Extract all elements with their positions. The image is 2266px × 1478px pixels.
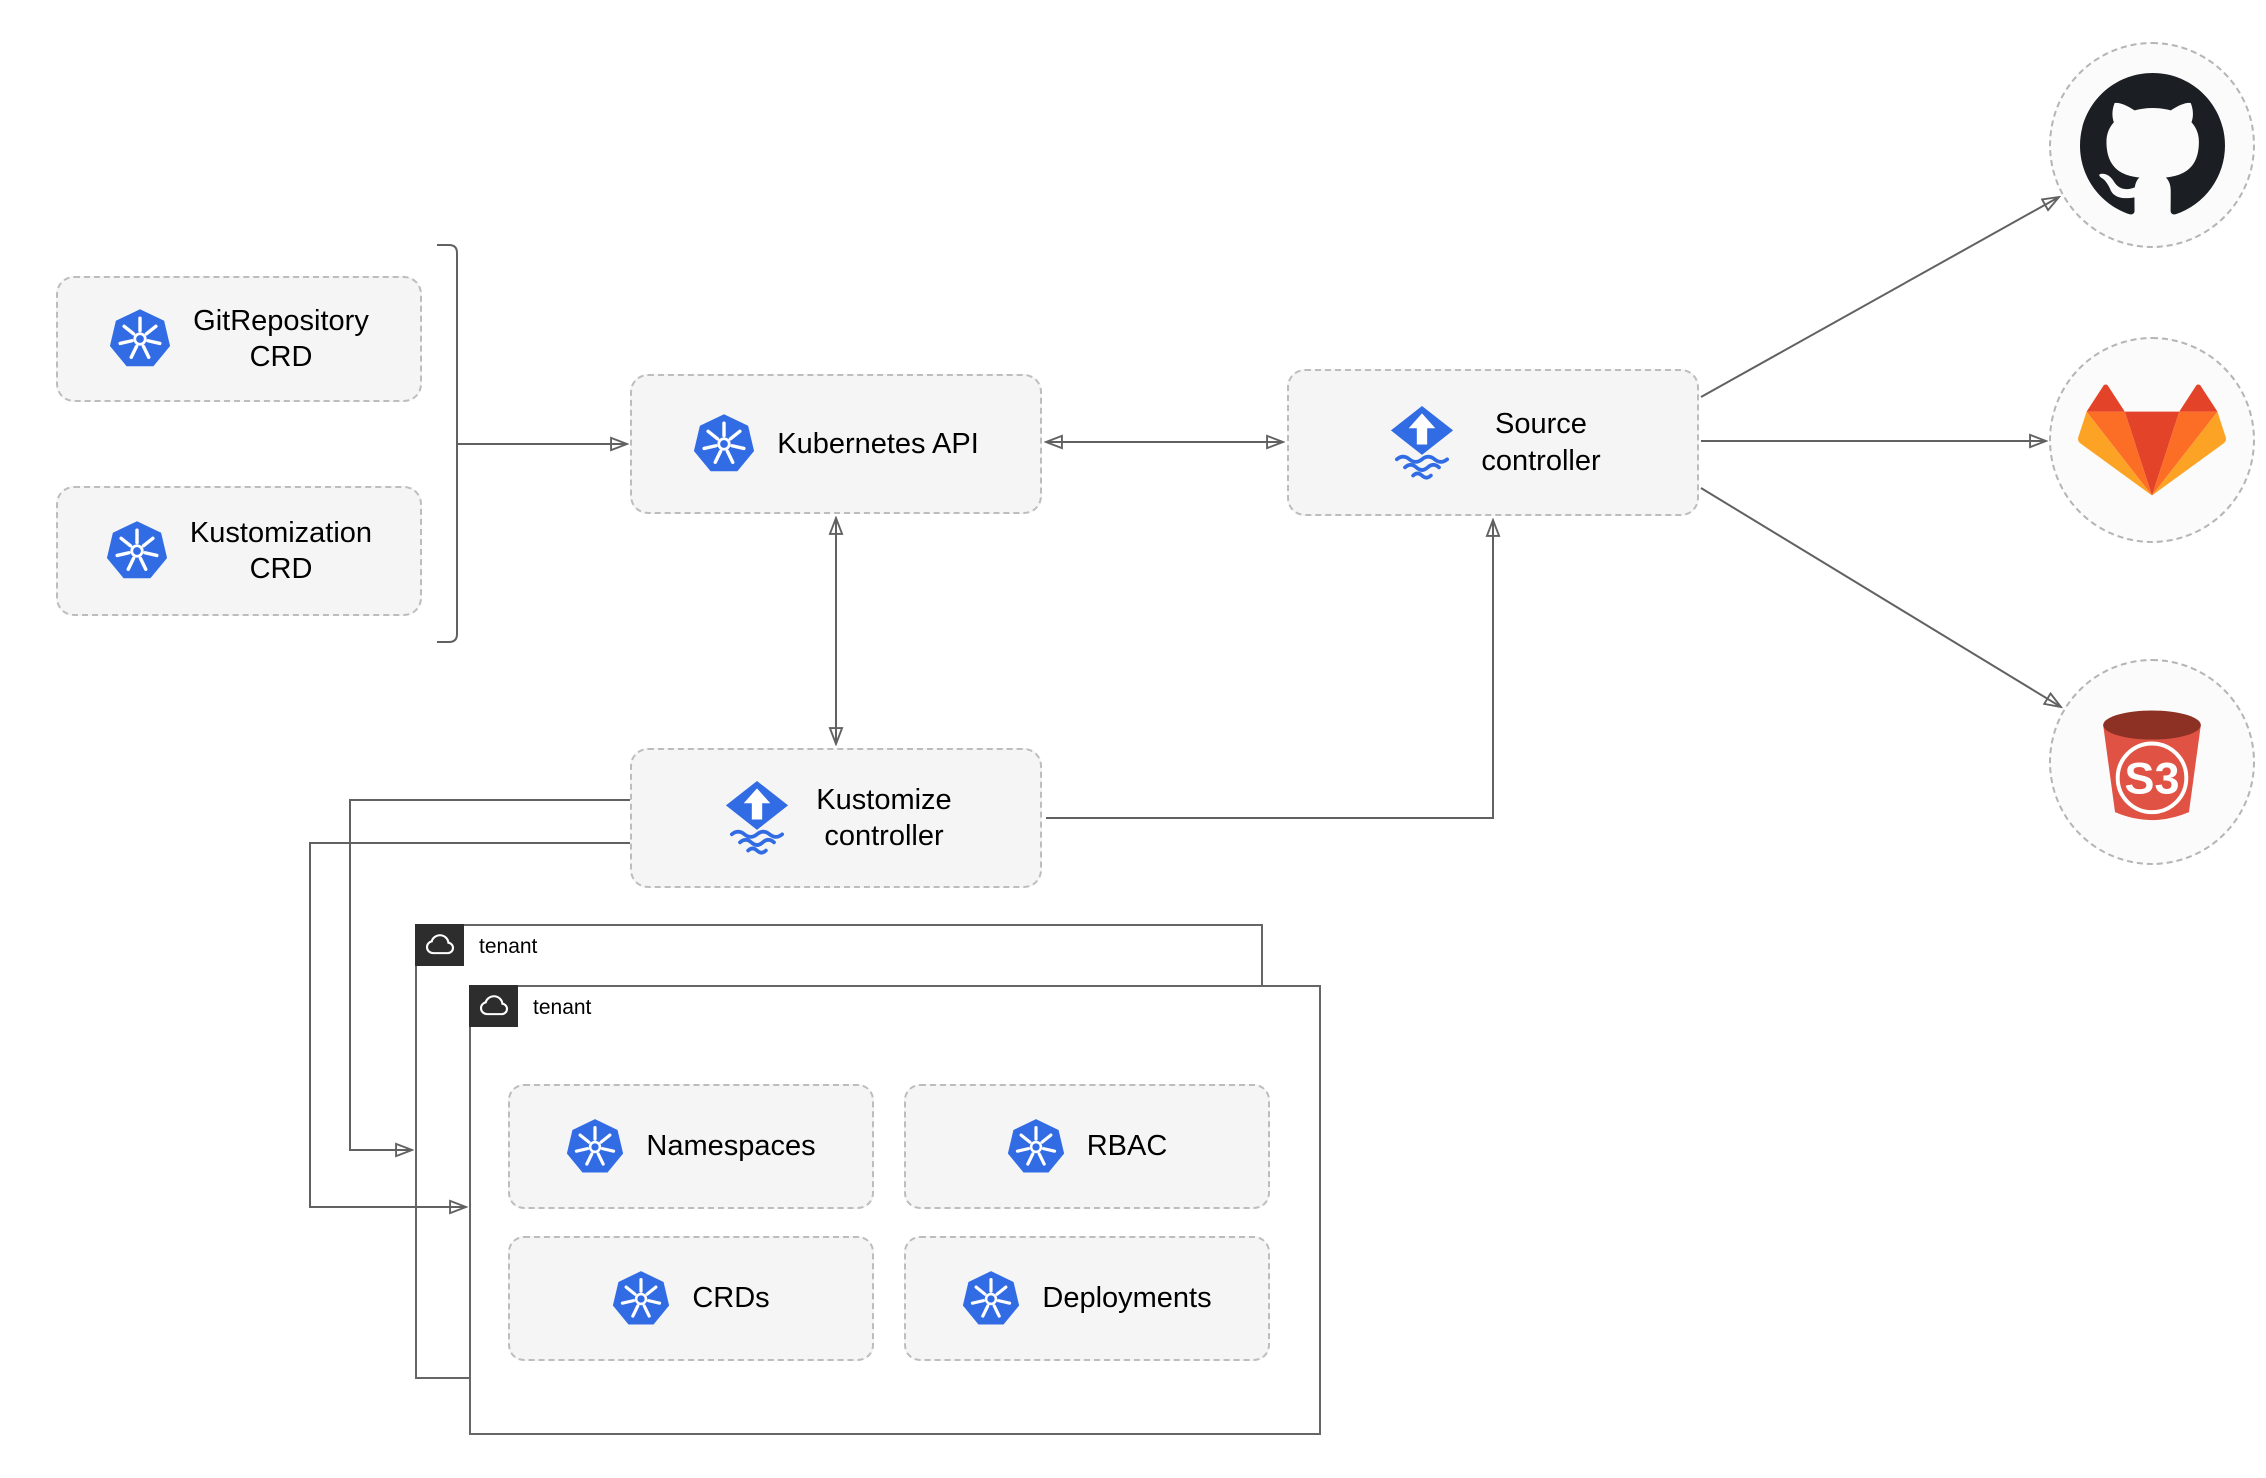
edge-kustomize-to-source-controller <box>1046 520 1493 819</box>
node-kustomization-crd: Kustomization CRD <box>56 486 422 616</box>
s3-logo-icon <box>2086 696 2218 828</box>
node-deployments: Deployments <box>904 1236 1270 1361</box>
tenant-group-front: tenant Namespaces RBAC CRDs Deployments <box>469 985 1321 1435</box>
node-label: Kustomization CRD <box>189 516 373 585</box>
kubernetes-icon <box>693 413 755 475</box>
kubernetes-icon <box>106 520 168 582</box>
node-label: GitRepository CRD <box>193 304 369 373</box>
node-kubernetes-api: Kubernetes API <box>630 374 1042 514</box>
tenant-tab <box>469 985 518 1027</box>
cloud-icon <box>425 932 455 958</box>
resource-label: Namespaces <box>646 1130 816 1163</box>
node-label: Kustomize controller <box>816 783 952 852</box>
resource-label: CRDs <box>692 1282 770 1315</box>
edge-source-controller-to-github <box>1700 197 2059 398</box>
kubernetes-icon <box>1007 1118 1065 1176</box>
bracket-crd-group <box>437 244 458 643</box>
node-label: Source controller <box>1481 408 1601 477</box>
resource-label: Deployments <box>1042 1282 1212 1315</box>
endpoint-github <box>2049 42 2255 248</box>
gitlab-logo-icon <box>2077 383 2227 498</box>
tenant-label: tenant <box>479 935 538 958</box>
kubernetes-icon <box>109 308 171 370</box>
node-crds: CRDs <box>508 1236 874 1361</box>
kubernetes-icon <box>962 1270 1020 1328</box>
flux-icon <box>1385 403 1459 483</box>
node-kustomize-controller: Kustomize controller <box>630 748 1042 888</box>
endpoint-s3 <box>2049 659 2255 865</box>
edge-source-controller-to-s3 <box>1700 487 2061 707</box>
node-namespaces: Namespaces <box>508 1084 874 1209</box>
resource-label: RBAC <box>1086 1130 1168 1163</box>
tenant-tab <box>415 924 464 966</box>
endpoint-gitlab <box>2049 337 2255 543</box>
github-logo-icon <box>2080 73 2225 218</box>
node-gitrepository-crd: GitRepository CRD <box>56 276 422 402</box>
tenant-label: tenant <box>533 996 592 1019</box>
cloud-icon <box>479 993 509 1019</box>
kubernetes-icon <box>566 1118 624 1176</box>
node-label: Kubernetes API <box>777 427 979 460</box>
kubernetes-icon <box>612 1270 670 1328</box>
node-source-controller: Source controller <box>1287 369 1699 516</box>
node-rbac: RBAC <box>904 1084 1270 1209</box>
flux-icon <box>720 778 794 858</box>
